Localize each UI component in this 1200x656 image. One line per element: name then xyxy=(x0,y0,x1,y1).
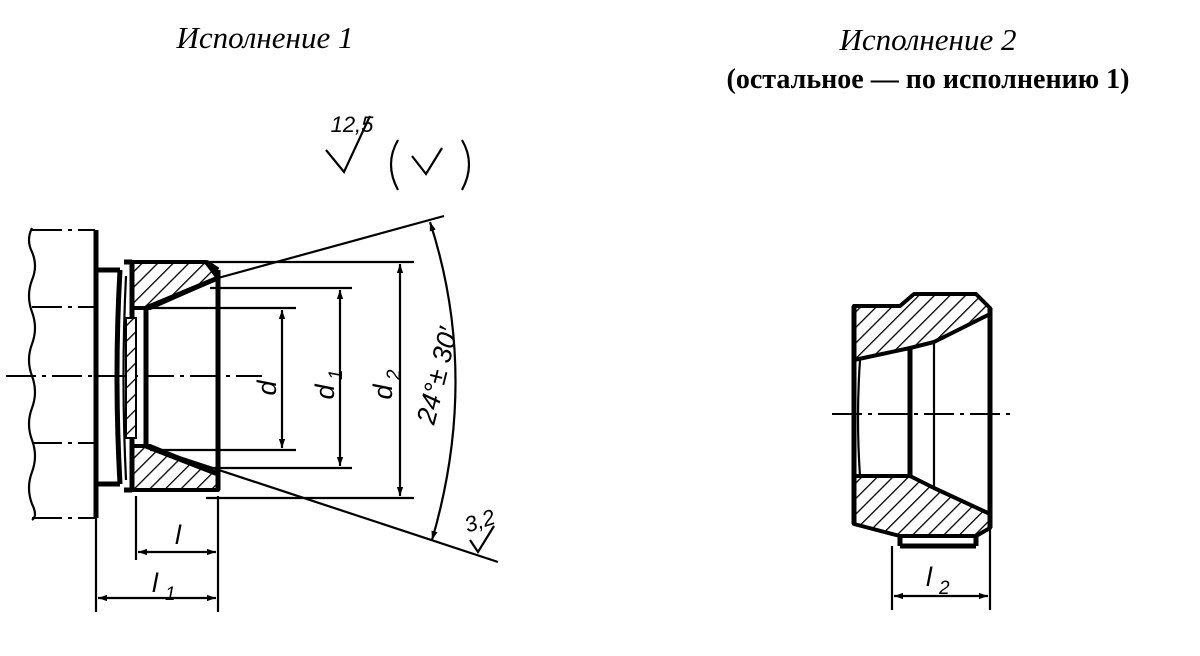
v2-bore xyxy=(851,306,993,549)
v2-upper-wall-section xyxy=(852,292,992,362)
cone-bore xyxy=(124,259,221,493)
variant2-view: l 2 xyxy=(832,292,1010,610)
roughness-main-value: 12,5 xyxy=(331,112,375,137)
label-d2-sub: 2 xyxy=(384,369,405,381)
roughness-main: 12,5 xyxy=(325,112,471,191)
roughness-inner-value: 3,2 xyxy=(461,504,498,537)
variant1-view: d d 1 d 2 24°± 30′ l l 1 xyxy=(6,112,499,612)
variant2-note: (остальное — по исполнению 1) xyxy=(727,64,1130,95)
cone-angle-dimension: 24°± 30′ xyxy=(411,221,464,541)
v2-lower-wall-section xyxy=(852,474,992,538)
housing-outline xyxy=(27,227,120,521)
length-dimensions: l l 1 xyxy=(94,496,220,612)
roughness-inner-face: 3,2 xyxy=(461,504,498,555)
v2-length-dimension: l 2 xyxy=(890,530,992,610)
label-d: d xyxy=(252,380,282,396)
label-l2: l xyxy=(926,562,933,592)
extension-lines xyxy=(145,214,499,564)
variant1-title: Исполнение 1 xyxy=(176,20,354,55)
diameter-dimensions: d d 1 d 2 xyxy=(252,264,405,496)
label-l: l xyxy=(175,520,182,550)
variant2-title: Исполнение 2 xyxy=(839,22,1017,57)
label-l1-sub: 1 xyxy=(165,584,176,605)
label-d2: d xyxy=(368,384,398,400)
label-d1: d xyxy=(310,384,340,400)
label-l2-sub: 2 xyxy=(938,578,950,599)
label-d1-sub: 1 xyxy=(326,369,347,380)
label-l1: l xyxy=(152,568,159,598)
thread-zone xyxy=(114,262,137,490)
